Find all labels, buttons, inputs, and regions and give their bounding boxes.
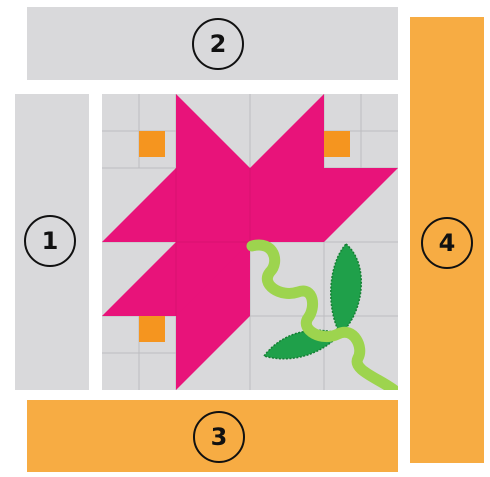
flower-quilt-block [102, 94, 398, 390]
strip-number-4: 4 [421, 217, 473, 269]
corner-square-top-left [139, 131, 165, 157]
strip-number-2: 2 [192, 18, 244, 70]
strip-number-1: 1 [24, 215, 76, 267]
corner-square-top-right [324, 131, 350, 157]
corner-square-bottom-left [139, 316, 165, 342]
strip-number-3: 3 [193, 411, 245, 463]
